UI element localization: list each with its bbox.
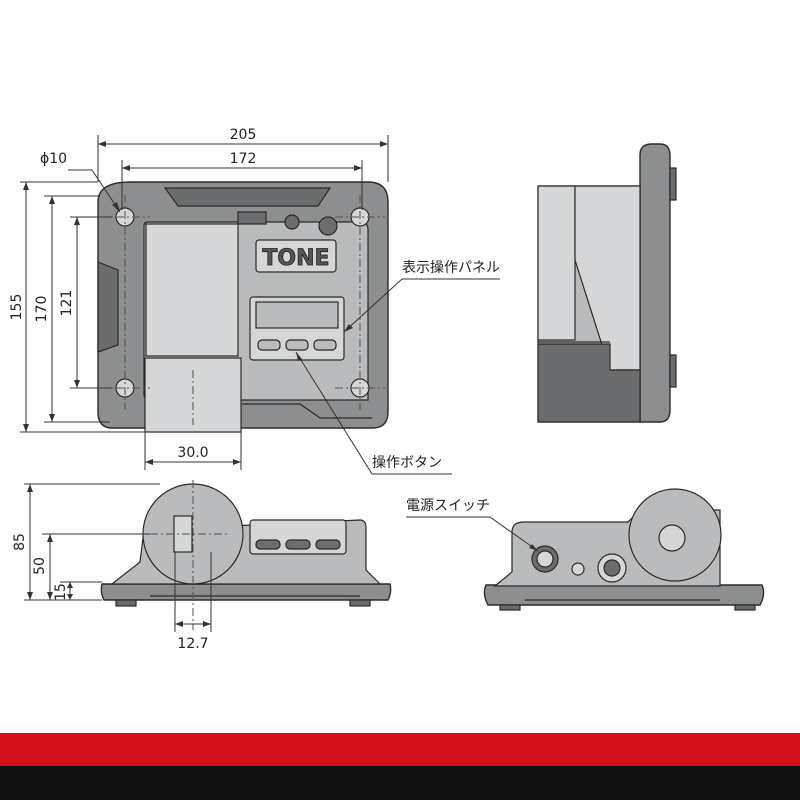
dim-121: 121	[59, 290, 75, 317]
front-top-knob-2	[318, 216, 338, 236]
rear-base	[483, 584, 765, 606]
front-callouts: 表示操作パネル 操作ボタン	[295, 260, 500, 475]
front-top-knob	[284, 214, 300, 230]
front-left-side	[97, 261, 119, 353]
power-switch-knob[interactable]	[536, 550, 554, 568]
operation-button-1[interactable]	[257, 339, 281, 351]
operation-button-3[interactable]	[313, 339, 337, 351]
footer-black-bar	[0, 766, 800, 800]
side-back-tab-bot	[669, 354, 677, 388]
front-left-block	[145, 223, 239, 357]
callout-display-panel: 表示操作パネル	[402, 260, 500, 276]
footer-red-bar	[0, 733, 800, 766]
front-top-band	[163, 187, 332, 207]
front-centerlines	[100, 195, 385, 425]
logo-plate	[255, 239, 337, 273]
dim-15: 15	[53, 583, 69, 601]
logo-text: TONE	[262, 246, 329, 271]
side-view	[537, 143, 677, 423]
side-back-plate	[639, 143, 671, 423]
callout-operation-button: 操作ボタン	[372, 455, 442, 471]
dim-205: 205	[230, 127, 257, 143]
dim-phi10: ϕ10	[40, 151, 67, 167]
side-upper-box	[537, 185, 576, 341]
dim-50: 50	[32, 557, 48, 575]
dim-155: 155	[9, 294, 25, 321]
display-screen	[255, 301, 339, 329]
dim-172: 172	[230, 151, 257, 167]
dim-12-7: 12.7	[177, 636, 208, 652]
bottom-dimensions: 85 50 15 12.7	[12, 483, 212, 652]
front-bottom-edge	[242, 403, 372, 419]
bottom-view	[100, 480, 392, 630]
rear-drum-cap	[658, 524, 686, 552]
dim-170: 170	[34, 296, 50, 323]
bottom-base	[100, 583, 392, 601]
front-top-connector	[237, 211, 267, 225]
front-view: TONE	[97, 181, 389, 433]
callout-power-switch: 電源スイッチ	[406, 498, 490, 514]
side-back-tab-top	[669, 167, 677, 201]
rear-small-port	[571, 562, 585, 576]
front-dimensions: 205 172 ϕ10 30.0 155 170	[9, 127, 389, 470]
side-lower-box	[537, 343, 641, 423]
operation-button-2[interactable]	[285, 339, 309, 351]
dim-30: 30.0	[177, 445, 208, 461]
dim-85: 85	[12, 533, 28, 551]
rear-view: 電源スイッチ	[406, 488, 765, 611]
